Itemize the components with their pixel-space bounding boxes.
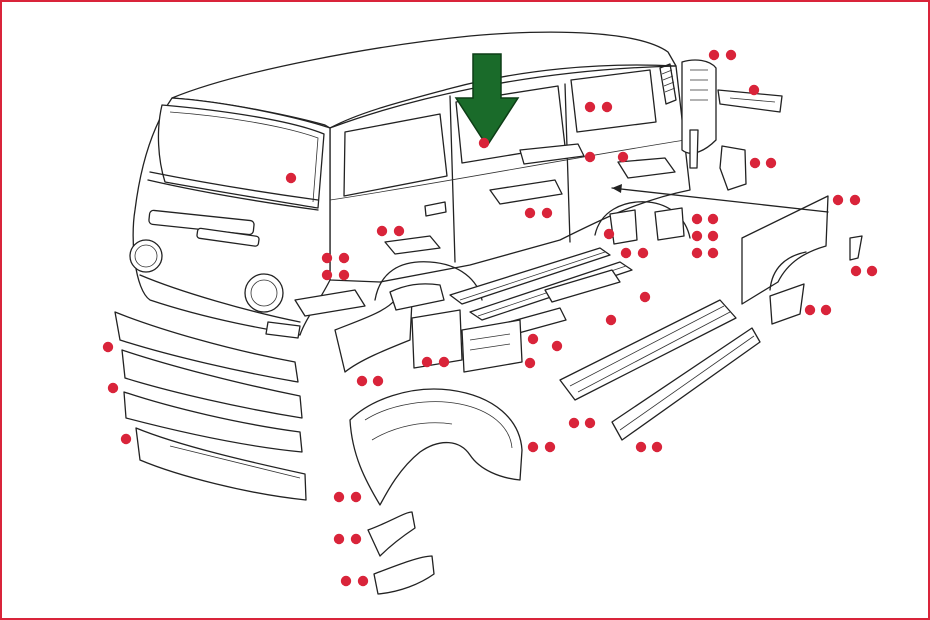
part-hotspot-24[interactable] xyxy=(691,247,703,259)
part-hotspot-20[interactable] xyxy=(691,213,703,225)
van-roof xyxy=(171,31,677,129)
side-window-3 xyxy=(570,69,657,133)
part-hotspot-5[interactable] xyxy=(765,157,777,169)
part-hotspot-39[interactable] xyxy=(421,356,433,368)
part-hotspot-41[interactable] xyxy=(356,375,368,387)
chassis-rails xyxy=(411,247,633,373)
part-hotspot-22[interactable] xyxy=(691,230,703,242)
part-hotspot-37[interactable] xyxy=(551,340,563,352)
part-hotspot-12[interactable] xyxy=(524,207,536,219)
front-grille xyxy=(148,209,260,247)
front-inner-wheelhouse xyxy=(349,388,523,595)
part-hotspot-35[interactable] xyxy=(605,314,617,326)
part-hotspot-21[interactable] xyxy=(707,213,719,225)
part-hotspot-38[interactable] xyxy=(524,357,536,369)
down-arrow-icon xyxy=(454,53,520,148)
part-hotspot-11[interactable] xyxy=(617,151,629,163)
rear-corner-parts xyxy=(681,59,783,191)
part-hotspot-25[interactable] xyxy=(707,247,719,259)
part-hotspot-43[interactable] xyxy=(102,341,114,353)
front-apron-panels xyxy=(114,311,307,501)
part-hotspot-42[interactable] xyxy=(372,375,384,387)
part-hotspot-55[interactable] xyxy=(350,533,362,545)
part-hotspot-44[interactable] xyxy=(107,382,119,394)
part-hotspot-23[interactable] xyxy=(707,230,719,242)
part-hotspot-40[interactable] xyxy=(438,356,450,368)
part-hotspot-47[interactable] xyxy=(544,441,556,453)
part-hotspot-27[interactable] xyxy=(637,247,649,259)
part-hotspot-54[interactable] xyxy=(333,533,345,545)
front-wheel-arch xyxy=(374,261,483,301)
part-hotspot-2[interactable] xyxy=(725,49,737,61)
part-hotspot-6[interactable] xyxy=(584,101,596,113)
floor-sills xyxy=(559,299,761,441)
part-hotspot-57[interactable] xyxy=(357,575,369,587)
part-hotspot-51[interactable] xyxy=(651,441,663,453)
part-hotspot-14[interactable] xyxy=(376,225,388,237)
part-hotspot-4[interactable] xyxy=(749,157,761,169)
part-hotspot-9[interactable] xyxy=(478,137,490,149)
headlight-right xyxy=(244,273,284,313)
door-handle xyxy=(424,201,447,217)
part-hotspot-52[interactable] xyxy=(333,491,345,503)
part-hotspot-32[interactable] xyxy=(804,304,816,316)
part-hotspot-28[interactable] xyxy=(832,194,844,206)
part-hotspots xyxy=(102,49,878,587)
part-hotspot-29[interactable] xyxy=(849,194,861,206)
part-hotspot-26[interactable] xyxy=(620,247,632,259)
part-hotspot-33[interactable] xyxy=(820,304,832,316)
part-hotspot-13[interactable] xyxy=(541,207,553,219)
part-hotspot-7[interactable] xyxy=(601,101,613,113)
part-hotspot-49[interactable] xyxy=(584,417,596,429)
windshield xyxy=(157,104,325,209)
front-sill xyxy=(334,283,445,373)
part-hotspot-16[interactable] xyxy=(321,252,333,264)
part-hotspot-8[interactable] xyxy=(285,172,297,184)
part-hotspot-15[interactable] xyxy=(393,225,405,237)
rear-quarter-panel xyxy=(611,184,863,325)
small-brackets xyxy=(294,143,685,317)
part-hotspot-10[interactable] xyxy=(584,151,596,163)
part-hotspot-1[interactable] xyxy=(708,49,720,61)
part-hotspot-34[interactable] xyxy=(639,291,651,303)
part-hotspot-31[interactable] xyxy=(866,265,878,277)
part-hotspot-3[interactable] xyxy=(748,84,760,96)
rear-vent xyxy=(659,63,677,105)
part-hotspot-58[interactable] xyxy=(603,228,615,240)
part-hotspot-45[interactable] xyxy=(120,433,132,445)
part-hotspot-36[interactable] xyxy=(527,333,539,345)
van-body xyxy=(129,31,691,339)
part-hotspot-18[interactable] xyxy=(321,269,333,281)
part-hotspot-30[interactable] xyxy=(850,265,862,277)
part-hotspot-50[interactable] xyxy=(635,441,647,453)
side-window-1 xyxy=(343,113,448,197)
part-hotspot-46[interactable] xyxy=(527,441,539,453)
part-hotspot-48[interactable] xyxy=(568,417,580,429)
part-hotspot-56[interactable] xyxy=(340,575,352,587)
part-hotspot-17[interactable] xyxy=(338,252,350,264)
part-hotspot-53[interactable] xyxy=(350,491,362,503)
part-hotspot-19[interactable] xyxy=(338,269,350,281)
